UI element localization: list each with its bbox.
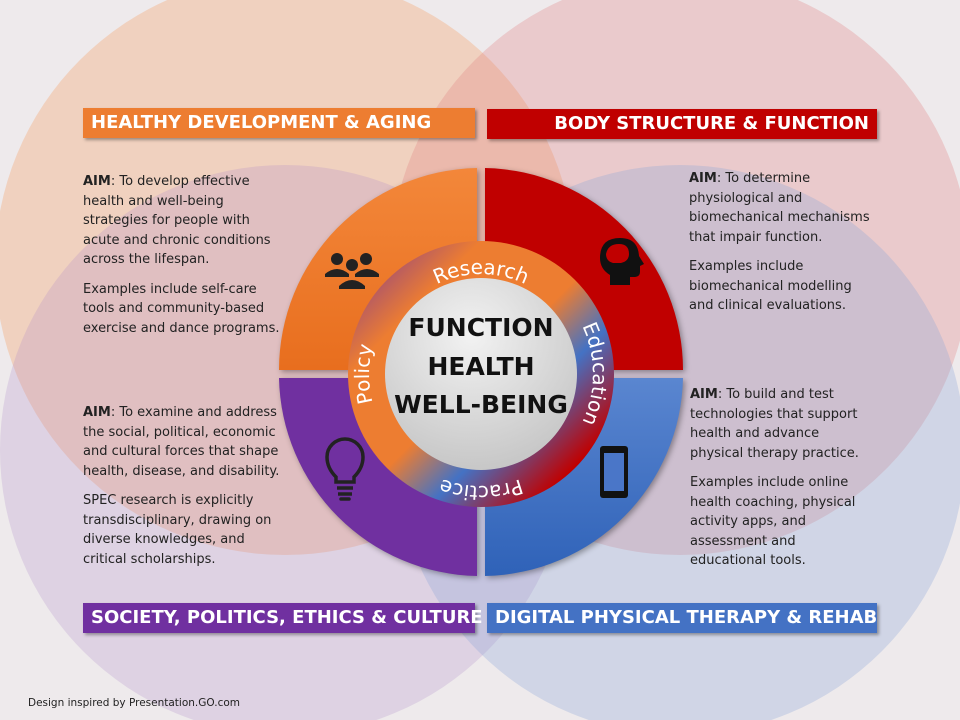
text-society-politics: AIM: To examine and address the social, … [83,403,283,579]
title-body-structure: BODY STRUCTURE & FUNCTION [487,109,877,139]
examples-paragraph: Examples include self-care tools and com… [83,281,280,336]
aim-paragraph: AIM: To develop effective health and wel… [83,172,283,270]
title-healthy-development: HEALTHY DEVELOPMENT & AGING [83,108,475,138]
smartphone-icon [600,446,628,498]
aim-paragraph: AIM: To determine physiological and biom… [689,169,879,247]
examples-paragraph: Examples include online health coaching,… [690,475,856,568]
title-society-politics: SOCIETY, POLITICS, ETHICS & CULTURE [83,603,483,633]
center-circle [385,278,577,470]
brain-head-icon [600,238,644,285]
aim-text: : To build and test technologies that su… [690,387,859,461]
examples-paragraph: SPEC research is explicitly transdiscipl… [83,493,272,567]
aim-label: AIM [83,174,111,189]
ring-label-policy: Policy [350,341,377,406]
aim-paragraph: AIM: To build and test technologies that… [690,385,870,463]
text-body-structure: AIM: To determine physiological and biom… [689,169,879,326]
text-digital-pt: AIM: To build and test technologies that… [690,385,870,581]
people-group-icon [325,253,379,289]
lightbulb-icon [325,437,365,501]
title-digital-pt: DIGITAL PHYSICAL THERAPY & REHAB [487,603,877,633]
aim-text: : To determine physiological and biomech… [689,171,870,245]
center-line-function: FUNCTION [408,313,553,342]
examples-paragraph: Examples include biomechanical modelling… [689,259,852,313]
aim-label: AIM [690,387,718,402]
aim-label: AIM [83,405,111,420]
aim-paragraph: AIM: To examine and address the social, … [83,403,283,481]
credit-text: Design inspired by Presentation.GO.com [28,697,240,709]
aim-text: : To develop effective health and well-b… [83,174,271,267]
center-line-wellbeing: WELL-BEING [394,390,568,419]
aim-text: : To examine and address the social, pol… [83,405,280,479]
text-healthy-development: AIM: To develop effective health and wel… [83,172,283,348]
center-line-health: HEALTH [427,352,534,381]
aim-label: AIM [689,171,717,186]
